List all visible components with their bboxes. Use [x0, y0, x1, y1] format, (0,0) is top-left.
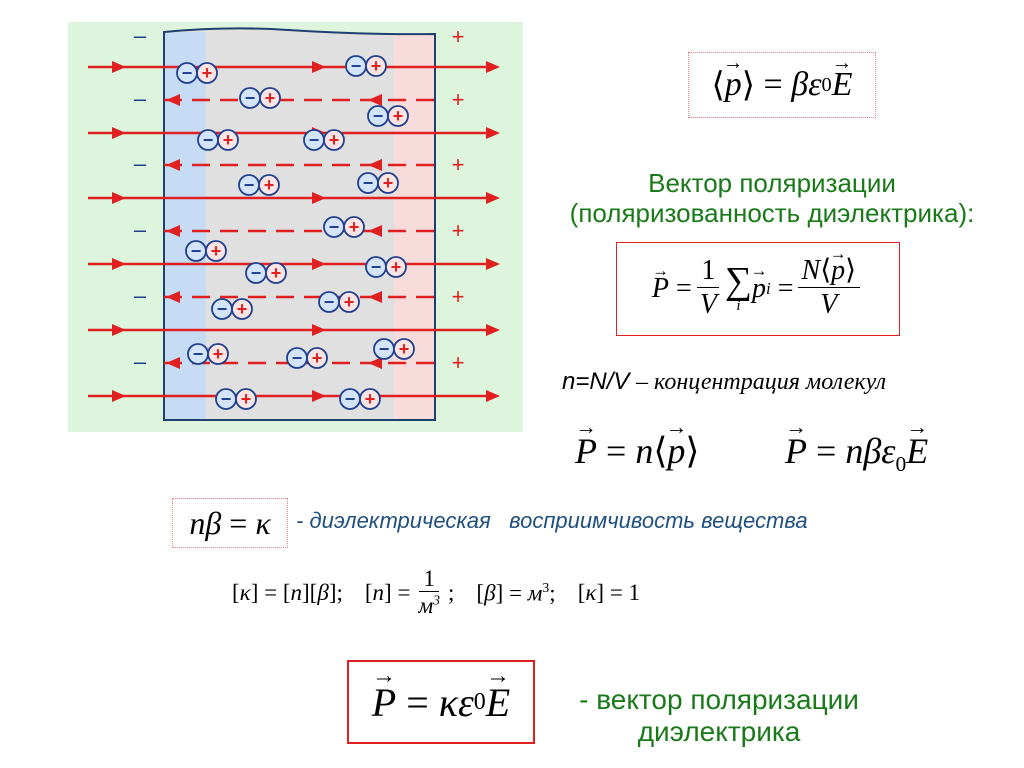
svg-text:+: + — [383, 173, 394, 193]
P-n-p-formula: P = n⟨p⟩ — [575, 430, 699, 472]
svg-text:−: − — [251, 263, 262, 283]
field-line-left — [164, 291, 435, 303]
polarization-heading: Вектор поляризации (поляризованность диэ… — [520, 168, 1024, 228]
svg-text:−: − — [292, 348, 303, 368]
minus-charge-sign: – — [134, 151, 147, 176]
svg-text:−: − — [345, 389, 356, 409]
svg-text:−: − — [373, 106, 384, 126]
dipole: −+ — [185, 240, 227, 262]
field-line-left — [164, 94, 435, 106]
minus-charge-sign: – — [134, 283, 147, 308]
field-line-right — [88, 390, 500, 402]
dipole: −+ — [187, 343, 229, 365]
final-formula: P = κε0E — [347, 660, 535, 744]
svg-text:+: + — [223, 130, 234, 150]
dipole: −+ — [318, 291, 360, 313]
mean-dipole-formula: ⟨p⟩ = βε0E — [688, 52, 876, 118]
field-line-right — [88, 61, 500, 73]
svg-text:+: + — [399, 339, 410, 359]
svg-text:−: − — [203, 130, 214, 150]
plus-charge-sign: + — [452, 87, 465, 112]
dipole: −+ — [373, 338, 415, 360]
svg-text:+: + — [329, 130, 340, 150]
concentration-text: – концентрация молекул — [636, 369, 887, 395]
svg-text:−: − — [245, 88, 256, 108]
dipole: −+ — [357, 172, 399, 194]
field-line-left — [164, 225, 435, 237]
svg-text:−: − — [309, 130, 320, 150]
susceptibility-text: - диэлектрическая восприимчивость вещест… — [296, 508, 808, 533]
svg-text:+: + — [393, 106, 404, 126]
minus-charge-sign: – — [134, 217, 147, 242]
svg-text:+: + — [213, 344, 224, 364]
heading-line1: Вектор поляризации — [648, 168, 896, 198]
dipole: −+ — [239, 87, 281, 109]
svg-text:+: + — [365, 389, 376, 409]
final-text: - вектор поляризации диэлектрика — [544, 684, 894, 748]
dipole: −+ — [339, 388, 381, 410]
svg-text:+: + — [211, 241, 222, 261]
svg-text:−: − — [182, 63, 193, 83]
dielectric-figure: –+–+–+–+–+–+ −+−+−+−+−+−+−+−+−+−+−+−+−+−… — [68, 22, 523, 432]
svg-text:+: + — [371, 56, 382, 76]
minus-charge-sign: – — [134, 23, 147, 48]
field-line-left — [164, 159, 435, 171]
plus-charge-sign: + — [452, 218, 465, 243]
svg-text:+: + — [264, 175, 275, 195]
svg-text:+: + — [391, 257, 402, 277]
svg-text:−: − — [324, 292, 335, 312]
svg-text:+: + — [349, 217, 360, 237]
svg-text:−: − — [193, 344, 204, 364]
svg-text:+: + — [271, 263, 282, 283]
dipole: −+ — [303, 129, 345, 151]
final-line2: диэлектрика — [637, 716, 801, 747]
svg-text:−: − — [244, 175, 255, 195]
susceptibility-formula: nβ = κ — [172, 498, 288, 548]
dipole: −+ — [176, 62, 218, 84]
field-line-right — [88, 258, 500, 270]
minus-charge-sign: – — [134, 349, 147, 374]
svg-text:+: + — [237, 299, 248, 319]
field-line-right — [88, 324, 500, 336]
svg-text:+: + — [202, 63, 213, 83]
dipole: −+ — [286, 347, 328, 369]
svg-text:+: + — [344, 292, 355, 312]
polarization-definition: P = 1V ∑i pi = N⟨p⟩V — [616, 242, 900, 336]
plus-charge-sign: + — [452, 152, 465, 177]
svg-text:−: − — [221, 389, 232, 409]
plus-charge-sign: + — [452, 284, 465, 309]
final-line1: - вектор поляризации — [579, 684, 859, 715]
svg-text:−: − — [351, 56, 362, 76]
field-line-left — [164, 357, 435, 369]
concentration-line: n=N/V – концентрация молекул — [562, 368, 886, 396]
plus-charge-sign: + — [452, 350, 465, 375]
svg-text:−: − — [217, 299, 228, 319]
dipole: −+ — [323, 216, 365, 238]
svg-text:−: − — [379, 339, 390, 359]
field-line-right — [88, 192, 500, 204]
svg-text:+: + — [312, 348, 323, 368]
dipole: −+ — [345, 55, 387, 77]
dipole: −+ — [365, 256, 407, 278]
dipole: −+ — [215, 388, 257, 410]
minus-charge-sign: – — [134, 86, 147, 111]
svg-text:−: − — [363, 173, 374, 193]
heading-line2: (поляризованность диэлектрика): — [569, 198, 975, 228]
svg-text:−: − — [371, 257, 382, 277]
svg-text:+: + — [241, 389, 252, 409]
svg-text:−: − — [329, 217, 340, 237]
P-n-beta-formula: P = nβε0E — [785, 430, 928, 477]
dipole: −+ — [245, 262, 287, 284]
svg-text:+: + — [265, 88, 276, 108]
plus-charge-sign: + — [452, 24, 465, 49]
dipole: −+ — [238, 174, 280, 196]
concentration-formula: n=N/V — [562, 368, 630, 395]
dipole: −+ — [197, 129, 239, 151]
dipole: −+ — [211, 298, 253, 320]
dipole: −+ — [367, 105, 409, 127]
svg-text:−: − — [191, 241, 202, 261]
